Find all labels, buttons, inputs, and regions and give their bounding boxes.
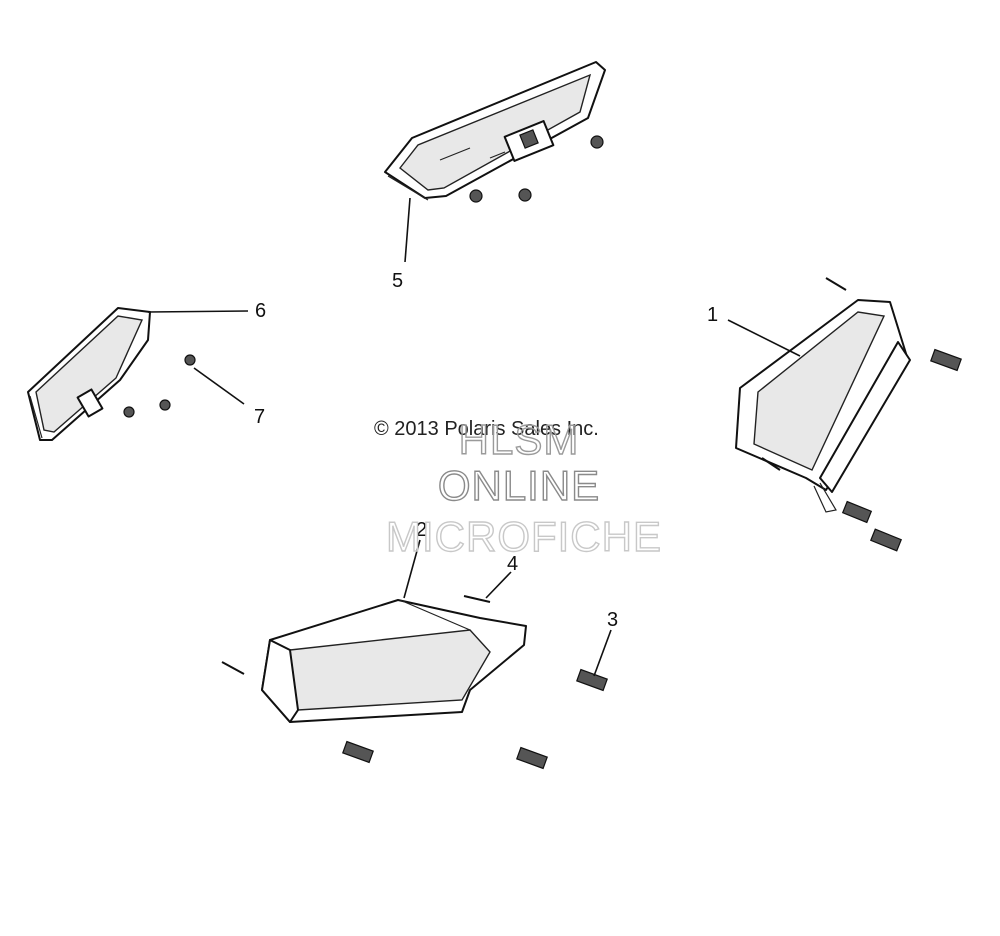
copyright-text: © 2013 Polaris Sales Inc. (374, 418, 599, 440)
watermark-line-3: MICROFICHE (386, 513, 662, 560)
callout-7: 7 (254, 406, 265, 428)
headlight-left-part-2[interactable] (261, 599, 527, 723)
tail-light-bar-part-5[interactable] (384, 61, 606, 201)
callout-3: 3 (607, 609, 618, 631)
callout-2: 2 (416, 519, 427, 541)
callout-1: 1 (707, 304, 718, 326)
nut-icon (469, 135, 604, 203)
spring-nut-icon (841, 348, 962, 552)
nut-icon (123, 354, 196, 418)
bolt-icon (761, 277, 847, 471)
watermark-line-2: ONLINE (438, 462, 600, 509)
callout-4: 4 (507, 553, 518, 575)
leader-lines (147, 197, 801, 677)
headlight-right-part-1[interactable] (735, 299, 911, 513)
watermark-line-1: HLSM (459, 416, 580, 463)
callout-6: 6 (255, 300, 266, 322)
bolt-icon (221, 595, 491, 675)
side-light-part-6[interactable] (27, 307, 151, 441)
callout-5: 5 (392, 270, 403, 292)
spring-nut-icon (342, 668, 608, 770)
